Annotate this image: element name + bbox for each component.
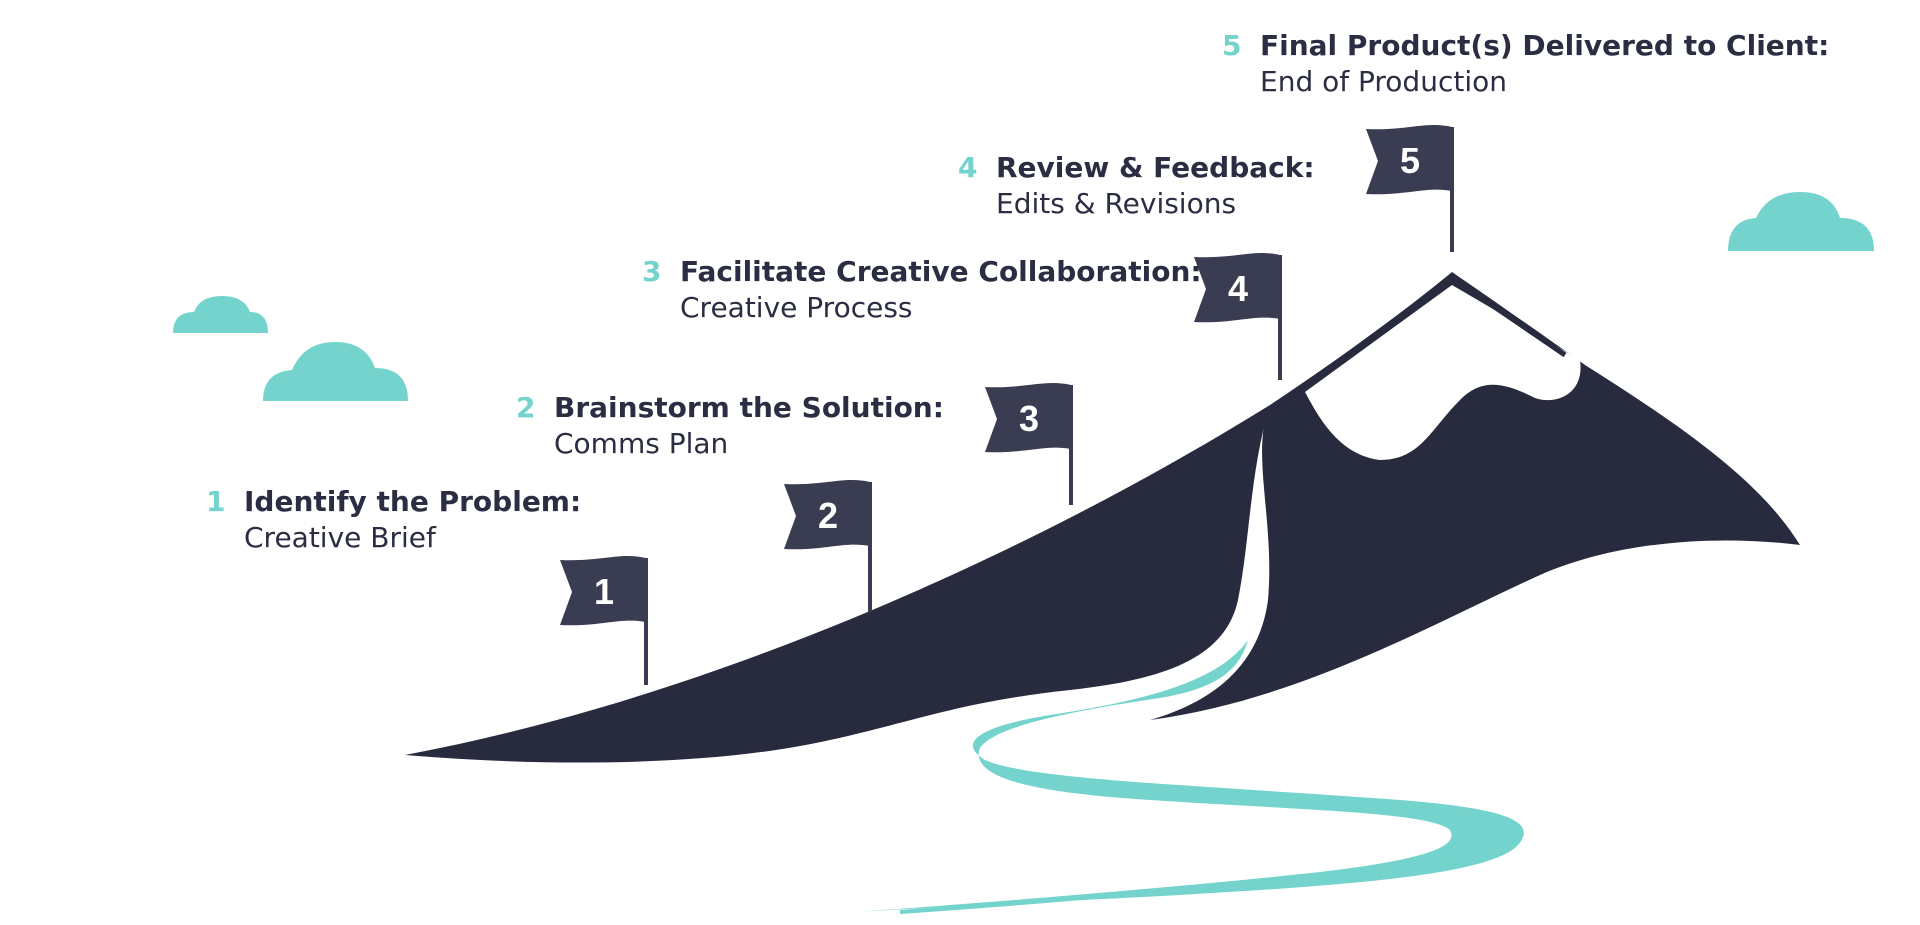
mountain-left-slope (405, 405, 1270, 763)
flag-5: 5 (1366, 125, 1454, 252)
snow-cap (1305, 285, 1581, 460)
flag-label-2: 2 (818, 495, 838, 536)
flag-label-4: 4 (1228, 268, 1248, 309)
step-title: Facilitate Creative Collaboration: (680, 255, 1202, 288)
mountain-peak (1150, 272, 1800, 720)
step-subtitle: Comms Plan (554, 427, 729, 460)
step-3: 3 Facilitate Creative Collaboration: Cre… (642, 254, 1202, 326)
step-subtitle: Edits & Revisions (996, 187, 1237, 220)
flag-1: 1 (560, 556, 648, 685)
flag-3: 3 (985, 383, 1073, 505)
step-number: 4 (958, 151, 978, 184)
flag-4: 4 (1194, 253, 1282, 380)
step-subtitle: Creative Process (680, 291, 913, 324)
step-number: 1 (206, 485, 226, 518)
step-4: 4 Review & Feedback: Edits & Revisions (958, 150, 1315, 222)
step-subtitle: End of Production (1260, 65, 1507, 98)
step-number: 3 (642, 255, 662, 288)
flag-label-3: 3 (1019, 398, 1039, 439)
cloud-icon-right (1728, 192, 1874, 251)
step-title: Final Product(s) Delivered to Client: (1260, 29, 1830, 62)
flag-label-5: 5 (1400, 140, 1420, 181)
river-brush-stroke (899, 856, 1461, 914)
step-title: Review & Feedback: (996, 151, 1315, 184)
flag-2: 2 (784, 480, 872, 612)
peak-ridge-line (1298, 274, 1567, 393)
cloud-icon-left-small (173, 296, 268, 333)
step-number: 2 (516, 391, 536, 424)
step-1: 1 Identify the Problem: Creative Brief (206, 484, 581, 556)
cloud-icon-left-large (263, 342, 408, 401)
step-5: 5 Final Product(s) Delivered to Client: … (1222, 28, 1829, 100)
step-title: Identify the Problem: (244, 485, 582, 518)
step-subtitle: Creative Brief (244, 521, 436, 554)
flag-label-1: 1 (594, 571, 614, 612)
step-title: Brainstorm the Solution: (554, 391, 944, 424)
step-number: 5 (1222, 29, 1242, 62)
step-2: 2 Brainstorm the Solution: Comms Plan (516, 390, 944, 462)
